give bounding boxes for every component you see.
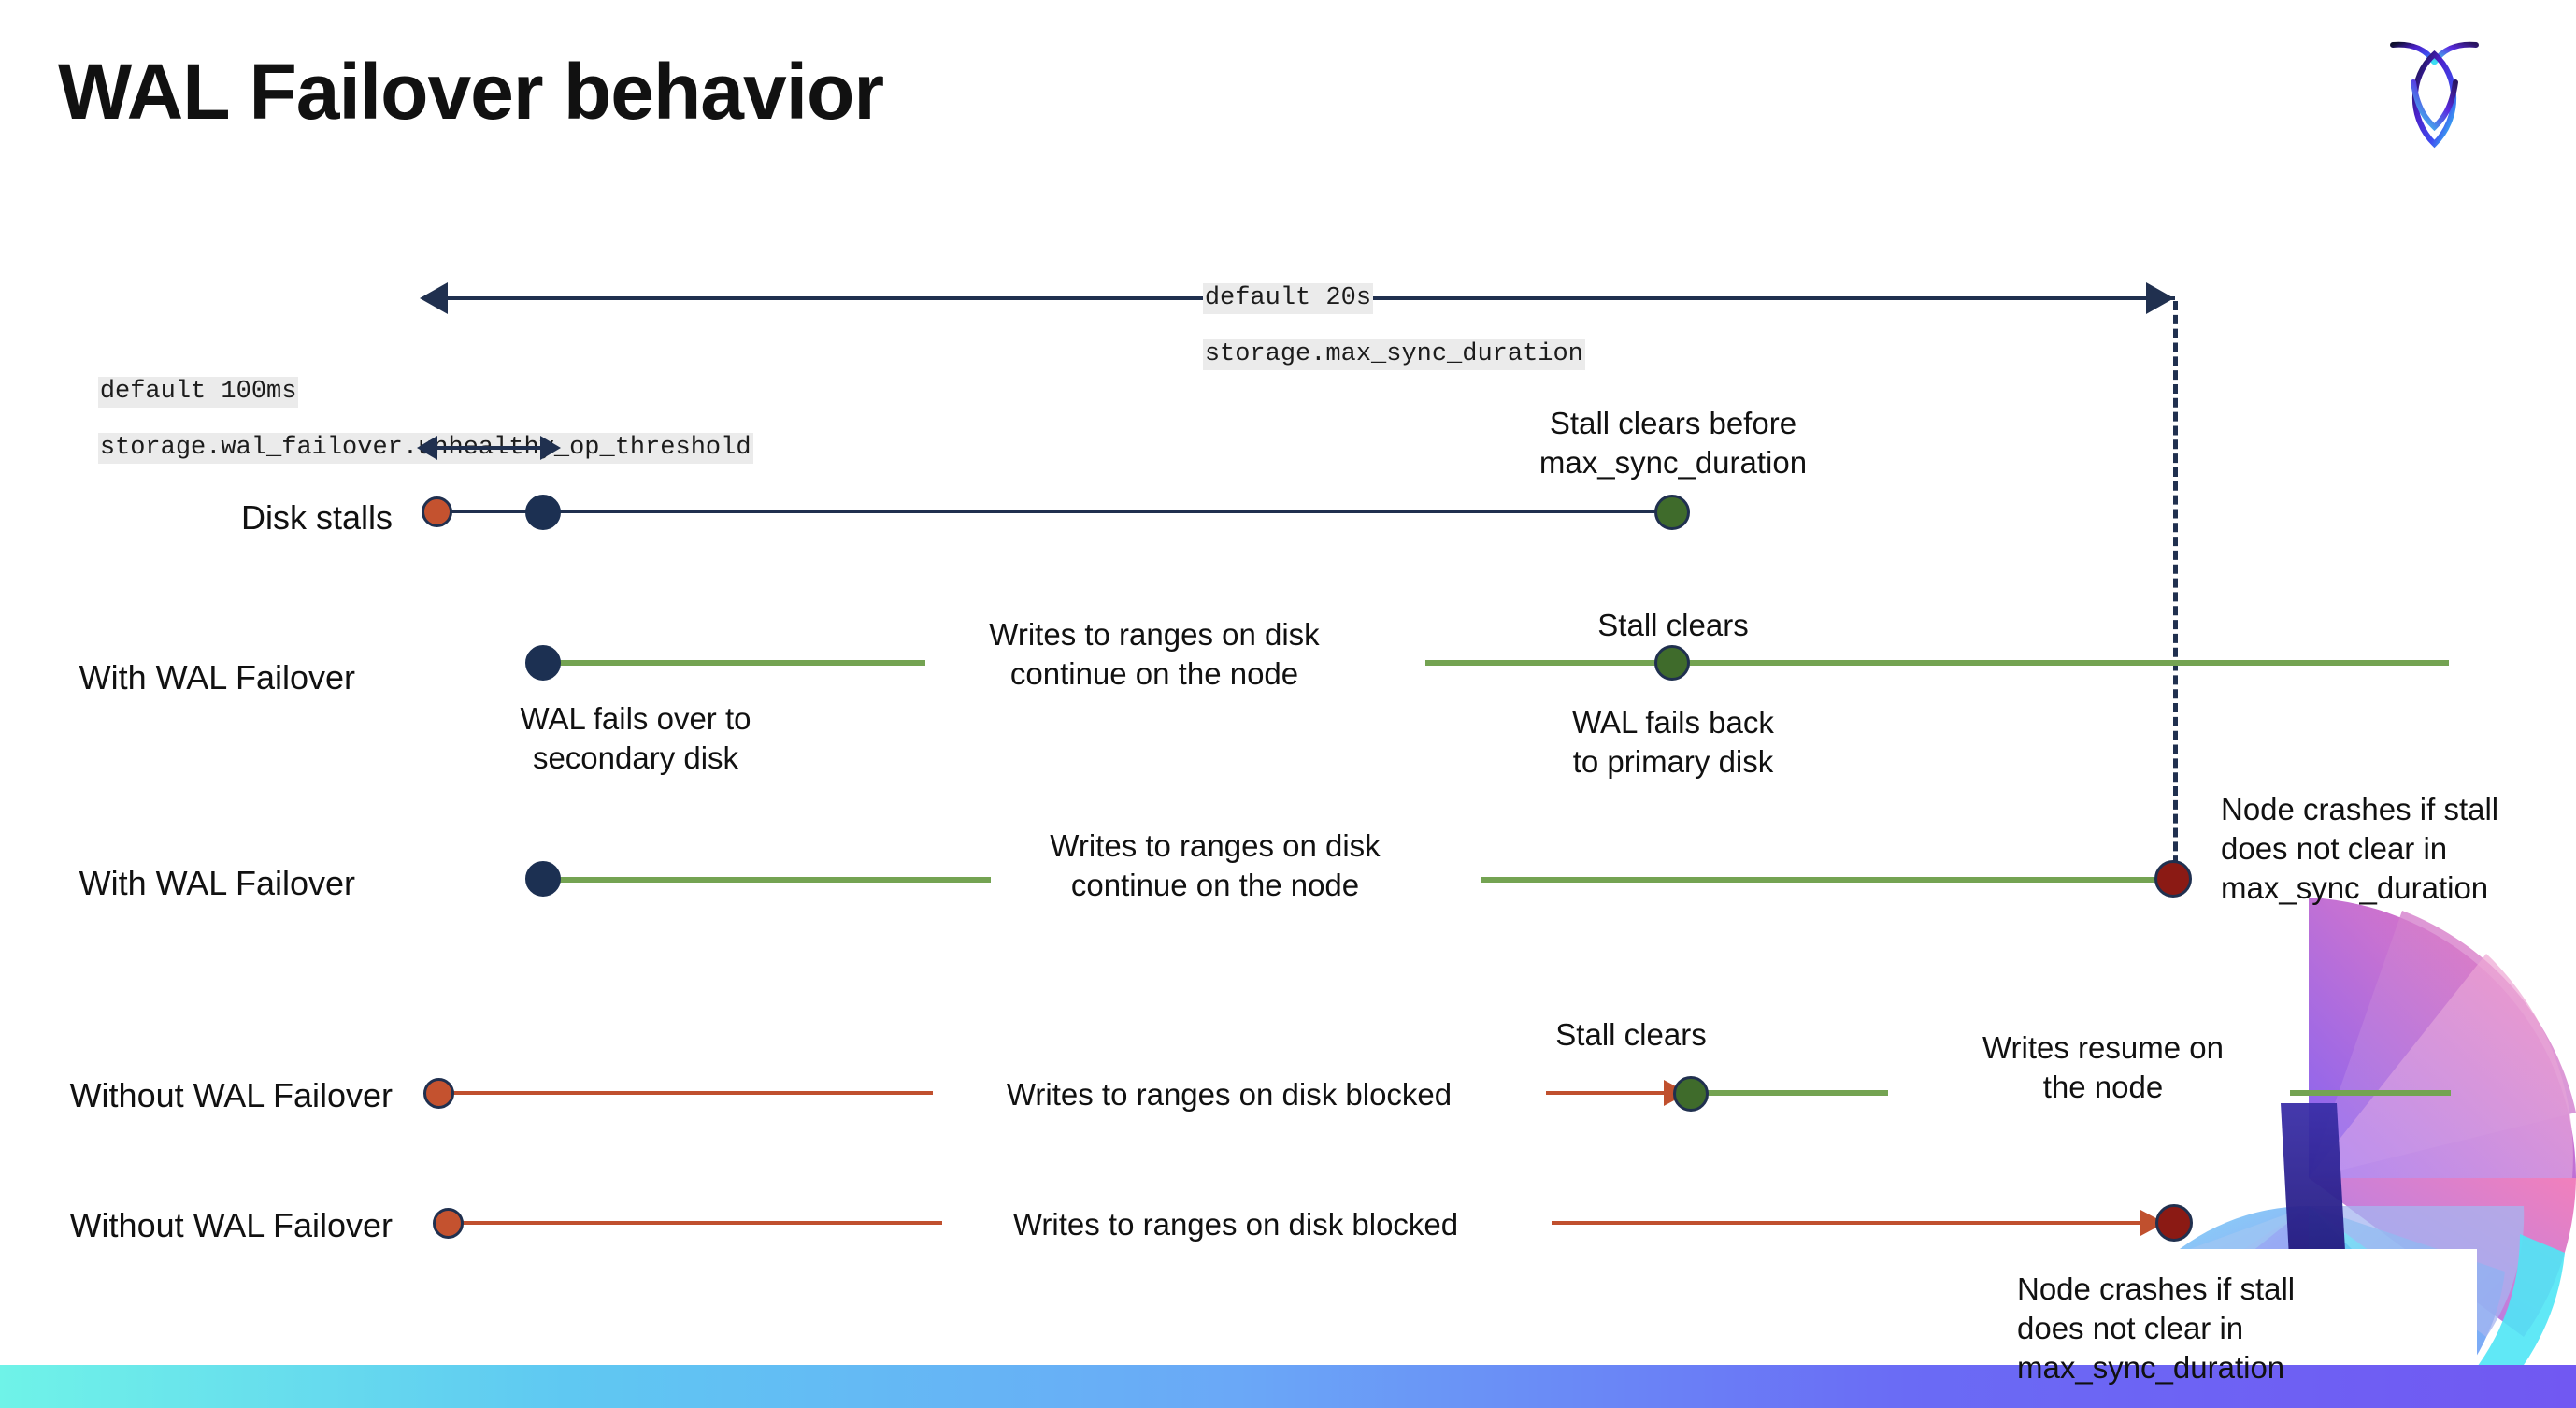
- node-crash-dot-2: [2155, 1204, 2193, 1242]
- note-stall-clears-before: Stall clears before max_sync_duration: [1538, 406, 1808, 481]
- note-writes-blocked-1: Writes to ranges on disk blocked: [1006, 1077, 1453, 1112]
- page-title: WAL Failover behavior: [58, 48, 884, 136]
- note-writes-blocked-2: Writes to ranges on disk blocked: [1012, 1207, 1459, 1242]
- max-sync-arrow-right: [2146, 282, 2174, 314]
- wal-failover-secondary-line-1: [542, 660, 925, 666]
- unhealthy-threshold-arrow-left: [417, 436, 437, 460]
- writes-resume-line-1: [1692, 1090, 1888, 1096]
- wal-failover-start-dot-2: [525, 861, 561, 897]
- row-label-disk-stalls: Disk stalls: [240, 498, 393, 537]
- unhealthy-default-label: default 100ms: [97, 377, 299, 408]
- disk-stall-clear-dot: [1654, 495, 1690, 530]
- stall-clear-dot-2: [1673, 1076, 1709, 1112]
- disk-stall-start-dot-3: [433, 1208, 464, 1239]
- note-writes-resume: Writes resume on the node: [1982, 1030, 2224, 1105]
- unhealthy-threshold-arrow-right: [540, 436, 561, 460]
- writes-blocked-line-1b: [1546, 1091, 1664, 1095]
- writes-blocked-line-2b: [1552, 1221, 2167, 1225]
- disk-stall-start-dot: [422, 496, 452, 527]
- wal-failover-primary-line-1: [1425, 660, 2449, 666]
- row-label-without-wal-failover-2: Without WAL Failover: [69, 1206, 393, 1244]
- unhealthy-threshold-annotation: default 100ms storage.wal_failover.unhea…: [37, 352, 753, 489]
- note-writes-continue-2: Writes to ranges on disk continue on the…: [1050, 828, 1381, 903]
- note-writes-continue-1: Writes to ranges on disk continue on the…: [989, 617, 1320, 692]
- disk-stalls-timeline: [436, 510, 1679, 513]
- note-wal-fails-back: WAL fails back to primary disk: [1572, 705, 1774, 780]
- max-sync-arrow-left: [420, 282, 448, 314]
- row-label-with-wal-failover-2: With WAL Failover: [79, 864, 355, 902]
- wal-failover-trigger-dot: [525, 495, 561, 530]
- wal-failover-secondary-line-2b: [1481, 877, 2172, 883]
- max-sync-dashed-drop: [2173, 301, 2178, 879]
- disk-stall-start-dot-2: [423, 1078, 454, 1109]
- note-wal-fails-over: WAL fails over to secondary disk: [520, 701, 751, 776]
- row-label-with-wal-failover-1: With WAL Failover: [79, 658, 355, 697]
- max-sync-setting-label: storage.max_sync_duration: [1202, 339, 1585, 370]
- note-stall-clears-2: Stall clears: [1555, 1017, 1707, 1052]
- bottom-gradient-bar: [0, 1365, 2576, 1408]
- max-sync-default-label: default 20s: [1202, 283, 1374, 314]
- note-stall-clears-1: Stall clears: [1597, 608, 1749, 642]
- writes-blocked-line-2: [456, 1221, 942, 1225]
- row-label-without-wal-failover-1: Without WAL Failover: [69, 1076, 393, 1114]
- wal-failback-dot-1: [1654, 645, 1690, 681]
- note-node-crashes-1: Node crashes if stall does not clear in …: [2221, 792, 2499, 906]
- writes-blocked-line-1: [447, 1091, 933, 1095]
- cockroachdb-logo-icon: [2390, 41, 2479, 149]
- node-crash-dot-1: [2154, 860, 2192, 898]
- wal-failover-start-dot-1: [525, 645, 561, 681]
- max-sync-annotation: default 20s storage.max_sync_duration: [1142, 258, 1585, 395]
- note-node-crashes-2: Node crashes if stall does not clear in …: [2017, 1272, 2296, 1386]
- writes-resume-line-1b: [2290, 1090, 2451, 1096]
- wal-failover-secondary-line-2: [542, 877, 991, 883]
- unhealthy-threshold-span-line: [437, 446, 540, 450]
